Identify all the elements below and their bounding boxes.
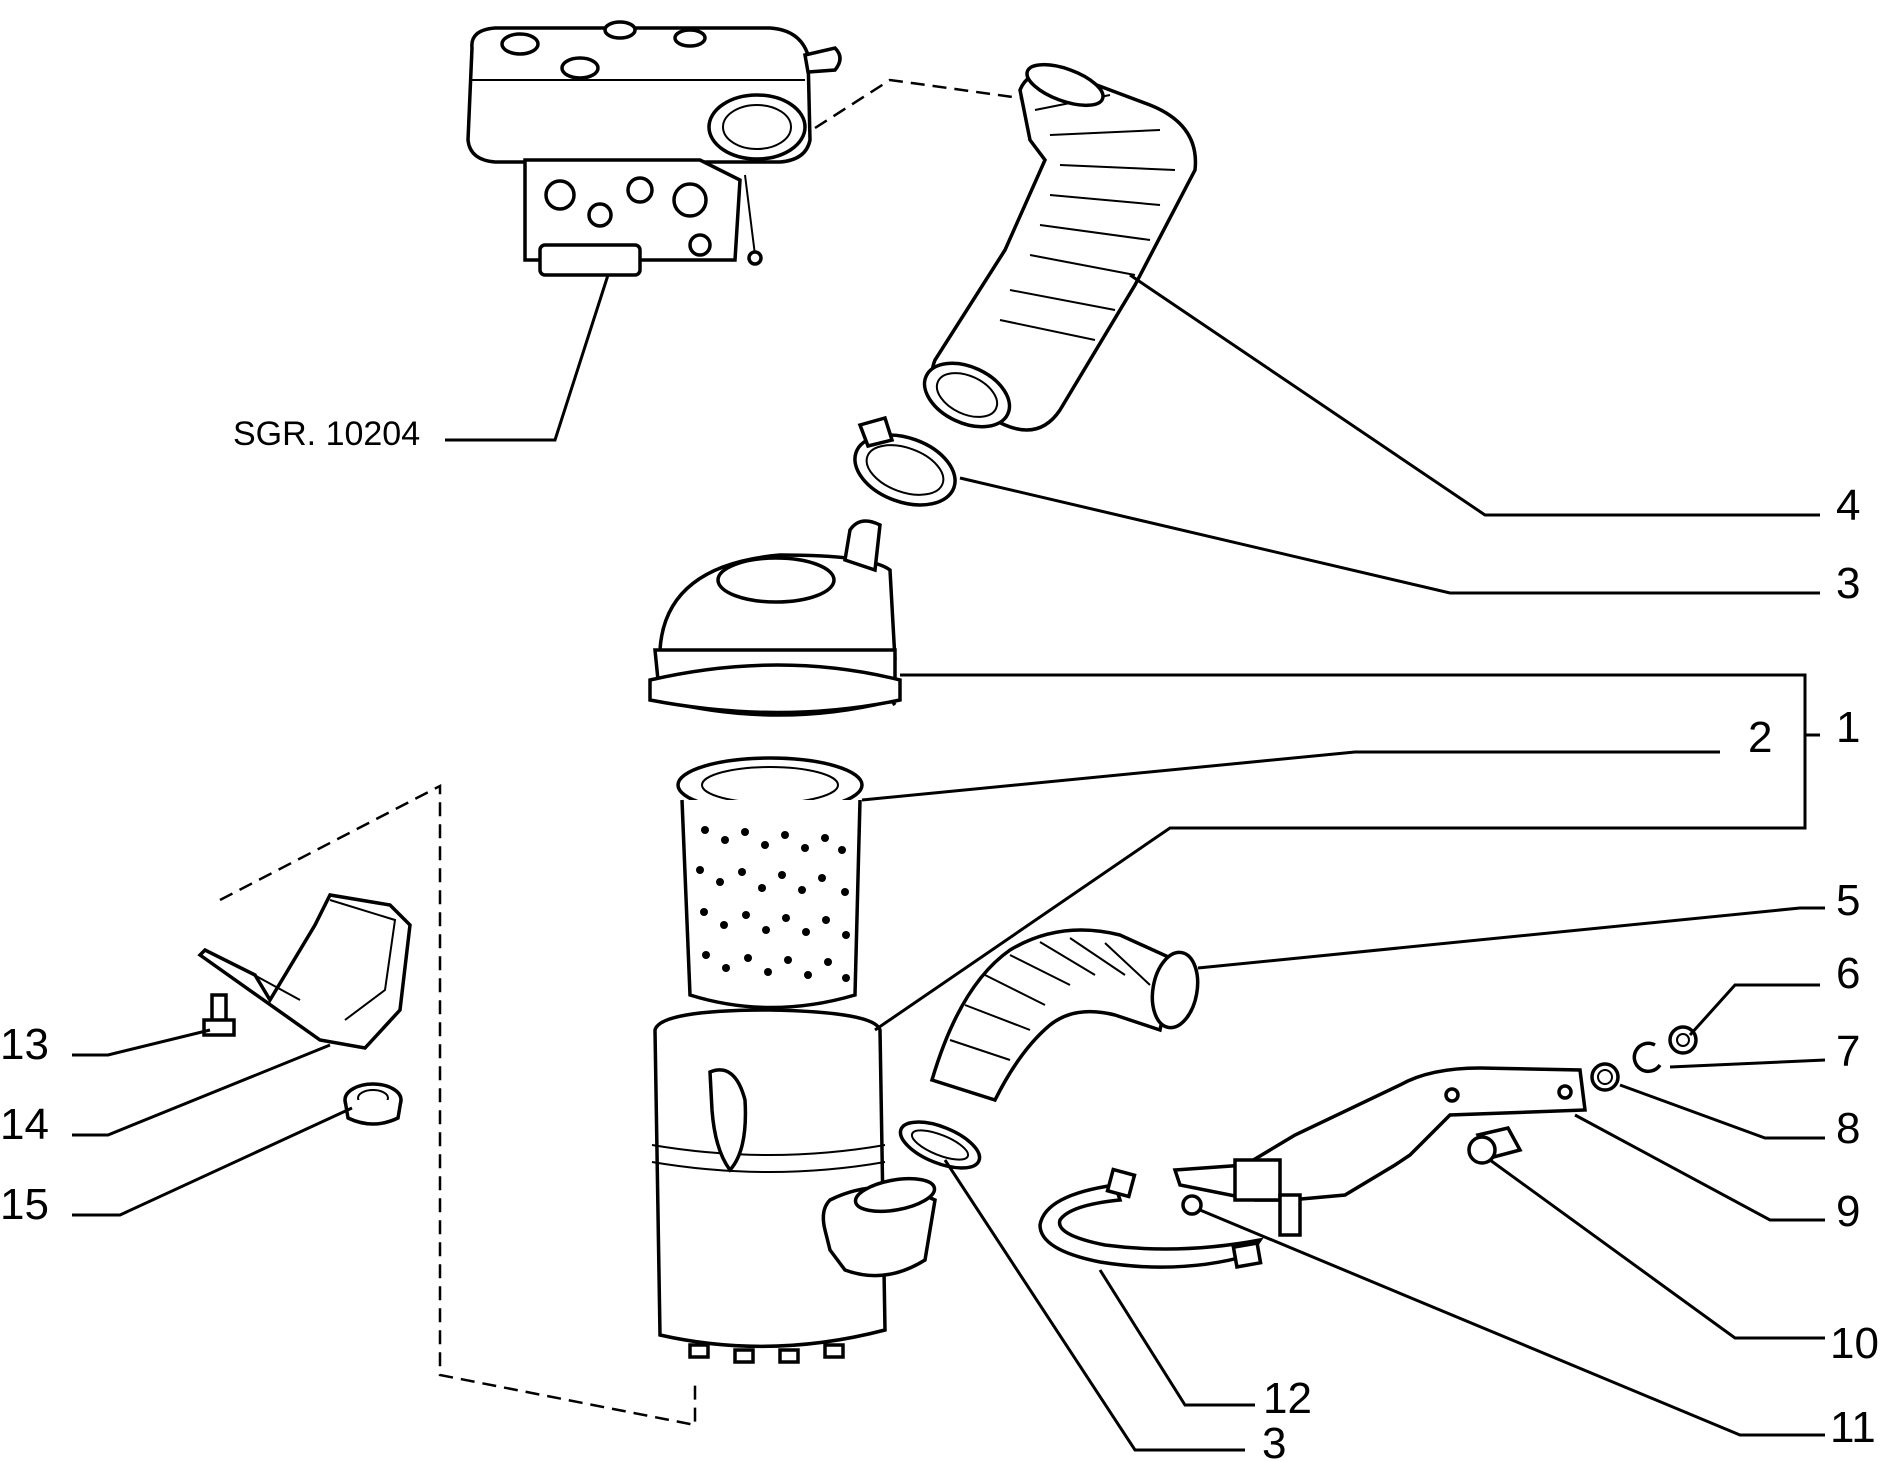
filter-perforations — [696, 826, 850, 982]
flexible-hose-part-5 — [929, 928, 1200, 1103]
callout-6: 6 — [1836, 949, 1860, 998]
hose-clamp-part-3-lower — [898, 1120, 982, 1170]
filter-housing — [651, 1008, 937, 1364]
callout-1: 1 — [1836, 703, 1860, 752]
hose-clamp-part-3-upper — [853, 415, 957, 507]
callout-9: 9 — [1836, 1187, 1860, 1236]
callout-10: 10 — [1830, 1319, 1879, 1368]
grommet-part-15 — [343, 1082, 403, 1126]
strap-part-12 — [1038, 1167, 1264, 1269]
callout-7: 7 — [1836, 1027, 1860, 1076]
nut-part-11 — [1181, 1194, 1203, 1216]
callout-5: 5 — [1836, 876, 1860, 925]
callout-3-upper: 3 — [1836, 559, 1860, 608]
callout-3-lower: 3 — [1262, 1419, 1286, 1462]
callout-12: 12 — [1263, 1374, 1312, 1423]
callout-2: 2 — [1748, 713, 1772, 762]
callout-13: 13 — [0, 1020, 49, 1069]
reference-label: SGR. 10204 — [233, 415, 420, 453]
filter-cover-part-1 — [648, 519, 902, 717]
leader-lines — [72, 273, 1826, 1452]
dashed-connectors — [219, 78, 1021, 1427]
washers-parts-6-7-8 — [1590, 1025, 1698, 1092]
callout-4: 4 — [1836, 481, 1860, 530]
callout-8: 8 — [1836, 1104, 1860, 1153]
callout-14: 14 — [0, 1100, 49, 1149]
mount-bracket-part-14 — [197, 893, 412, 1050]
bolt-part-10 — [1467, 1125, 1523, 1165]
labels: SGR. 10204 4 3 1 2 5 6 7 8 9 10 11 12 3 … — [0, 415, 1879, 1462]
filter-element-part-2 — [676, 756, 864, 1010]
callout-11: 11 — [1830, 1403, 1876, 1452]
callout-15: 15 — [0, 1180, 49, 1229]
carburetor-assembly — [466, 20, 842, 277]
bolt-part-13 — [202, 993, 236, 1037]
bracket-part-9 — [1172, 1066, 1587, 1237]
intake-duct-part-4 — [922, 62, 1198, 432]
